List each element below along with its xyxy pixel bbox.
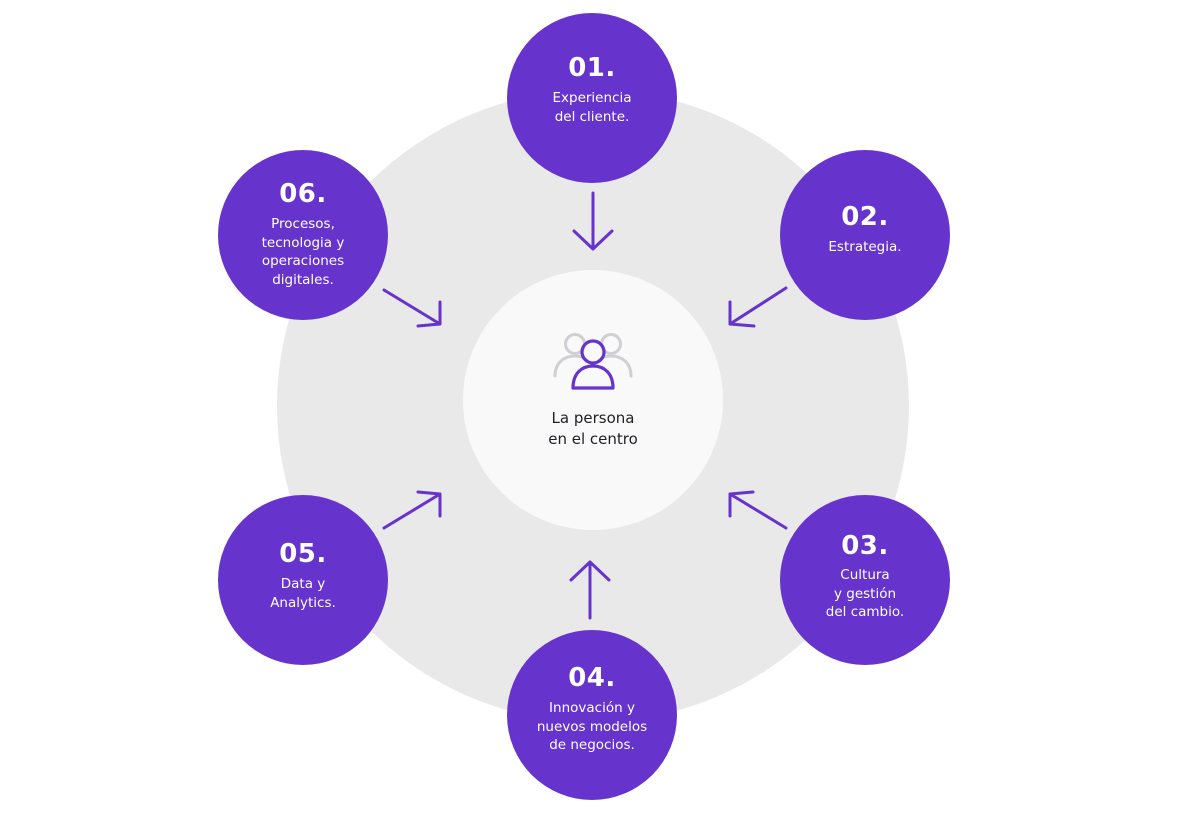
node-number: 02. (841, 202, 889, 232)
node-03-cultura: 03. Cultura y gestión del cambio. (780, 495, 950, 665)
node-04-innovacion: 04. Innovación y nuevos modelos de negoc… (507, 630, 677, 800)
node-label: Innovación y nuevos modelos de negocios. (536, 700, 648, 753)
arrow-from-03 (728, 490, 788, 530)
node-number: 01. (568, 53, 616, 83)
node-02-estrategia: 02. Estrategia. (780, 150, 950, 320)
arrow-from-05 (382, 490, 442, 530)
node-label: Experiencia del cliente. (552, 90, 632, 125)
node-05-data: 05. Data y Analytics. (218, 495, 388, 665)
node-label: Data y Analytics. (270, 576, 336, 611)
node-label: Estrategia. (828, 239, 902, 255)
center-circle: La persona en el centro (463, 270, 723, 530)
arrow-from-04 (569, 560, 611, 620)
node-number: 04. (568, 663, 616, 693)
node-06-procesos: 06. Procesos, tecnologia y operaciones d… (218, 150, 388, 320)
arrow-from-06 (382, 288, 442, 328)
node-label: Cultura y gestión del cambio. (825, 567, 905, 620)
arrow-from-01 (572, 191, 614, 251)
node-number: 06. (279, 179, 327, 209)
node-01-experiencia: 01. Experiencia del cliente. (507, 13, 677, 183)
node-label: Procesos, tecnologia y operaciones digit… (261, 216, 345, 288)
node-number: 05. (279, 539, 327, 569)
people-group-icon (553, 333, 633, 390)
arrow-from-02 (728, 286, 788, 328)
center-label: La persona en el centro (548, 409, 638, 448)
node-number: 03. (841, 531, 889, 561)
